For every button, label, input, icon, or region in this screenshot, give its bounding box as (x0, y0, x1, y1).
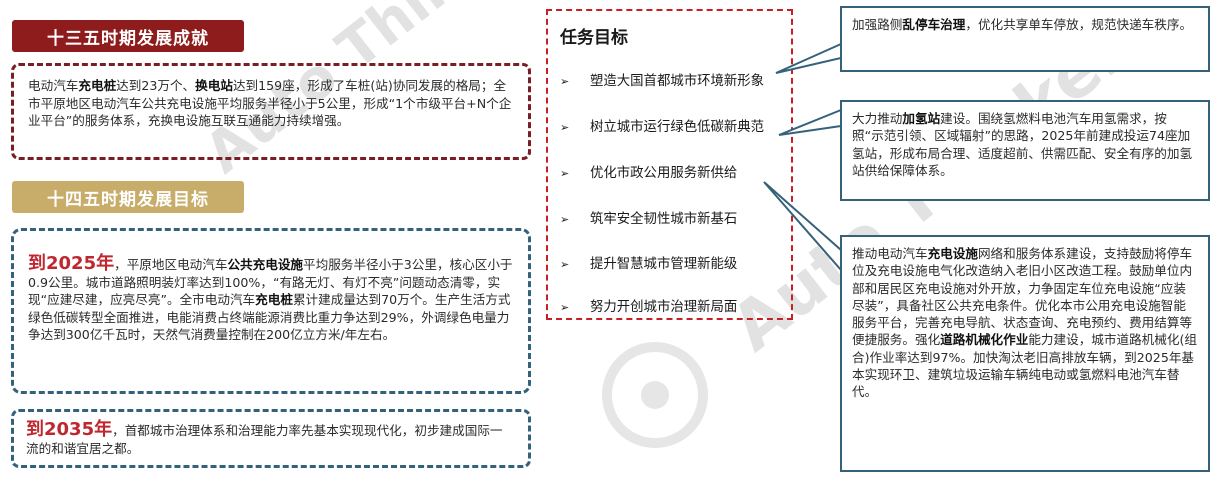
arrow-bullet-icon: ➢ (560, 213, 570, 226)
callout-text: 网络和服务体系建设，支持鼓励将停车位及充电设施电气化改造纳入老旧小区改造工程。鼓… (852, 246, 1193, 348)
achievement-text: 达到159座，形成了车桩(站)协同发展的格局；全市平原地区电动汽车公共充电设施平… (28, 78, 512, 128)
goal-2035-year: 到2035年 (26, 419, 113, 440)
section-13-achievements-box: 电动汽车充电桩达到23万个、换电站达到159座，形成了车桩(站)协同发展的格局；… (11, 63, 531, 160)
task-item: ➢ 优化市政公用服务新供给 (560, 161, 737, 181)
task-objectives-title: 任务目标 (560, 28, 628, 48)
task-item: ➢ 塑造大国首都城市环境新形象 (560, 69, 764, 89)
callout-text: 能力建设，城市道路机械化(组合)作业率达到97%。加快淘汰老旧高排放车辆，到20… (852, 332, 1197, 400)
task-item-label: 筑牢安全韧性城市新基石 (590, 212, 738, 227)
task-item-label: 树立城市运行绿色低碳新典范 (590, 120, 765, 135)
task-item-label: 塑造大国首都城市环境新形象 (590, 74, 765, 89)
callout-highlight-parking: 乱停车治理 (902, 17, 966, 32)
callout-text: 加强路侧 (852, 17, 903, 32)
goal-2025-highlight-public-charging: 公共充电设施 (227, 257, 304, 272)
arrow-bullet-icon: ➢ (560, 258, 570, 271)
callout-text: ，优化共享单车停放，规范快递车秩序。 (965, 17, 1193, 32)
task-item: ➢ 筑牢安全韧性城市新基石 (560, 207, 737, 227)
callout-highlight-hydrogen: 加氢站 (902, 111, 941, 126)
achievement-text: 电动汽车 (28, 78, 79, 93)
goal-2025-text: 累计建成量达到70万个。生产生活方式绿色低碳转型全面推进，电能消费占终端能源消费… (28, 292, 511, 342)
goal-2035-box: 到2035年，首都城市治理体系和治理能力率先基本实现现代化，初步建成国际一流的和… (11, 409, 531, 468)
section-13-title: 十三五时期发展成就 (12, 20, 244, 52)
goal-2025-year: 到2025年 (28, 253, 115, 274)
task-item: ➢ 提升智慧城市管理新能级 (560, 252, 737, 272)
callout-highlight-road-mechanization: 道路机械化作业 (940, 332, 1029, 348)
callout-text: 大力推动 (852, 111, 903, 126)
task-item: ➢ 努力开创城市治理新局面 (560, 295, 737, 315)
callout-text: 推动电动汽车 (852, 246, 928, 261)
callout-parking: 加强路侧乱停车治理，优化共享单车停放，规范快递车秩序。 (840, 6, 1210, 72)
logo-watermark-icon (602, 342, 708, 448)
task-item-label: 提升智慧城市管理新能级 (590, 257, 738, 272)
arrow-bullet-icon: ➢ (560, 167, 570, 180)
task-item: ➢ 树立城市运行绿色低碳新典范 (560, 115, 764, 135)
goal-2025-highlight-charging-pile: 充电桩 (255, 292, 293, 307)
arrow-bullet-icon: ➢ (560, 121, 570, 134)
arrow-bullet-icon: ➢ (560, 75, 570, 88)
callout-highlight-charging-facility: 充电设施 (927, 246, 978, 261)
callout-charging: 推动电动汽车充电设施网络和服务体系建设，支持鼓励将停车位及充电设施电气化改造纳入… (840, 235, 1210, 472)
goal-2035-text: ，首都城市治理体系和治理能力率先基本实现现代化，初步建成国际一流的和谐宜居之都。 (26, 423, 503, 456)
section-14-title: 十四五时期发展目标 (12, 181, 244, 213)
task-objectives-box: 任务目标 ➢ 塑造大国首都城市环境新形象 ➢ 树立城市运行绿色低碳新典范 ➢ 优化市政… (546, 9, 793, 320)
achievement-highlight-charging-pile: 充电桩 (78, 78, 117, 93)
goal-2025-text: 平均服务半径小于3公里，核心区小于0.9公里。城市道路照明装灯率达到100%，“… (28, 257, 513, 307)
callout-text: 建设。围绕氢燃料电池汽车用氢需求，按照“示范引领、区域辐射”的思路，2025年前… (852, 111, 1193, 178)
task-item-label: 努力开创城市治理新局面 (590, 300, 738, 315)
task-item-label: 优化市政公用服务新供给 (590, 166, 738, 181)
achievement-highlight-swap-station: 换电站 (195, 78, 233, 93)
goal-2025-box: 到2025年，平原地区电动汽车公共充电设施平均服务半径小于3公里，核心区小于0.… (11, 228, 531, 394)
callout-hydrogen: 大力推动加氢站建设。围绕氢燃料电池汽车用氢需求，按照“示范引领、区域辐射”的思路… (840, 100, 1210, 201)
arrow-bullet-icon: ➢ (560, 301, 570, 314)
achievement-text: 达到23万个、 (116, 78, 196, 93)
goal-2025-text: ，平原地区电动汽车 (114, 257, 228, 272)
